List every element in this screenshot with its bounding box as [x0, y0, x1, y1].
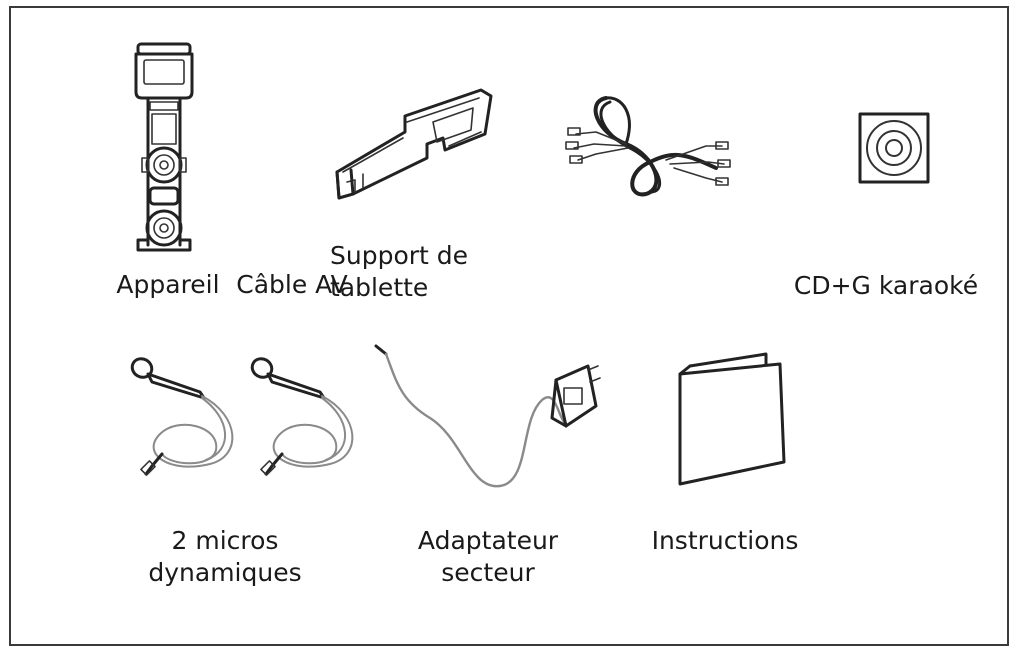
- label-micros-dynamiques: 2 micros dynamiques: [148, 526, 302, 587]
- label-cable-av: Câble AV: [236, 270, 348, 299]
- av-cable-icon: [565, 96, 731, 197]
- microphone-icon: [250, 357, 354, 476]
- cd-icon: [858, 112, 930, 184]
- label-support-tablette: Support de tablette: [330, 241, 469, 302]
- label-adaptateur-secteur: Adaptateur secteur: [417, 526, 559, 587]
- manual-booklet-icon: [678, 352, 786, 486]
- package-contents-frame: [9, 6, 1009, 646]
- karaoke-machine-icon: [134, 42, 194, 252]
- label-cdg-karaoke: CD+G karaoké: [793, 271, 979, 300]
- microphone-icon: [130, 357, 234, 476]
- label-instructions: Instructions: [651, 526, 799, 555]
- tablet-holder-icon: [335, 88, 493, 200]
- power-adapter-icon: [374, 344, 601, 488]
- label-appareil: Appareil: [116, 270, 220, 299]
